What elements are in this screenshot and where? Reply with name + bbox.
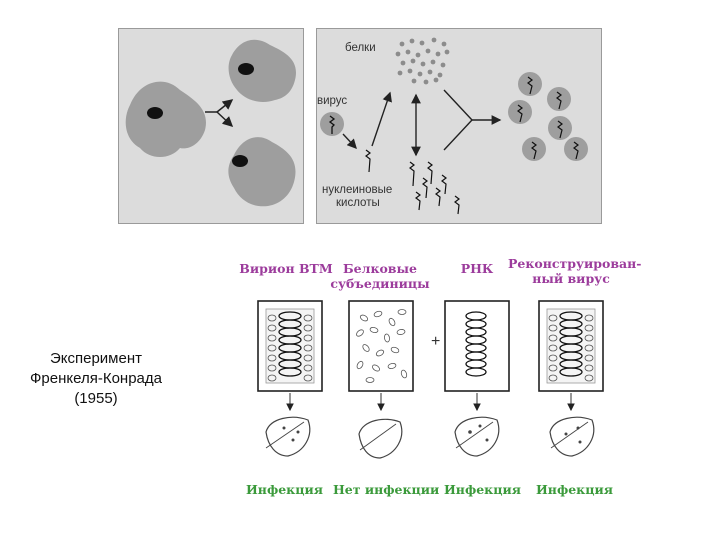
result-protein-subunits: Нет инфекции <box>333 482 440 497</box>
rna-box <box>444 300 510 392</box>
down-arrows <box>286 393 575 412</box>
plus-sign: + <box>431 333 440 350</box>
reassembled-viruses <box>508 72 588 161</box>
nucleus <box>238 63 254 75</box>
result-reconstructed-virus: Инфекция <box>536 482 613 497</box>
protein-subunits-box <box>348 300 414 392</box>
reconstructed-virus-box <box>538 300 604 392</box>
leaf-3 <box>454 416 500 457</box>
result-tmv-virion: Инфекция <box>246 482 323 497</box>
nucleus <box>147 107 163 119</box>
leaf-2 <box>358 418 403 459</box>
column-title-rna: РНК <box>460 261 494 276</box>
column-title-protein-subunits: Белковые субъединицы <box>330 261 430 291</box>
column-title-reconstructed-virus: Реконструирован- ный вирус <box>508 256 642 286</box>
virus-particle <box>320 112 344 136</box>
panel-arrows <box>342 89 502 157</box>
protein-dots <box>395 37 450 85</box>
tmv-virion-box <box>257 300 323 392</box>
leaf-1 <box>265 416 311 457</box>
division-arrows <box>205 99 234 128</box>
column-title-protein-line2: субъединицы <box>330 276 430 291</box>
parent-cell <box>125 81 206 157</box>
column-title-reconstructed-line2: ный вирус <box>532 271 610 286</box>
experiment-caption: Эксперимент Френкеля-Конрада (1955) <box>26 349 166 409</box>
proteins-label: белки <box>345 42 376 54</box>
caption-line-2: Френкеля-Конрада <box>30 370 162 387</box>
column-title-tmv-virion: Вирион ВТМ <box>239 261 333 276</box>
column-title-reconstructed-line1: Реконструирован- <box>508 256 642 271</box>
column-title-protein-line1: Белковые <box>343 261 417 276</box>
daughter-cell-top <box>228 39 296 102</box>
nucleic-acids-label-line2: кислоты <box>336 197 380 209</box>
result-rna: Инфекция <box>444 482 521 497</box>
nucleic-acids-label-line1: нуклеиновые <box>322 184 393 196</box>
leaf-4 <box>549 416 595 457</box>
caption-line-1: Эксперимент <box>49 350 142 367</box>
virus-label: вирус <box>317 95 348 107</box>
daughter-cell-bottom <box>228 137 296 207</box>
nucleus <box>232 155 248 167</box>
nucleic-acid-strands <box>365 149 460 215</box>
caption-line-3: (1955) <box>74 390 118 407</box>
